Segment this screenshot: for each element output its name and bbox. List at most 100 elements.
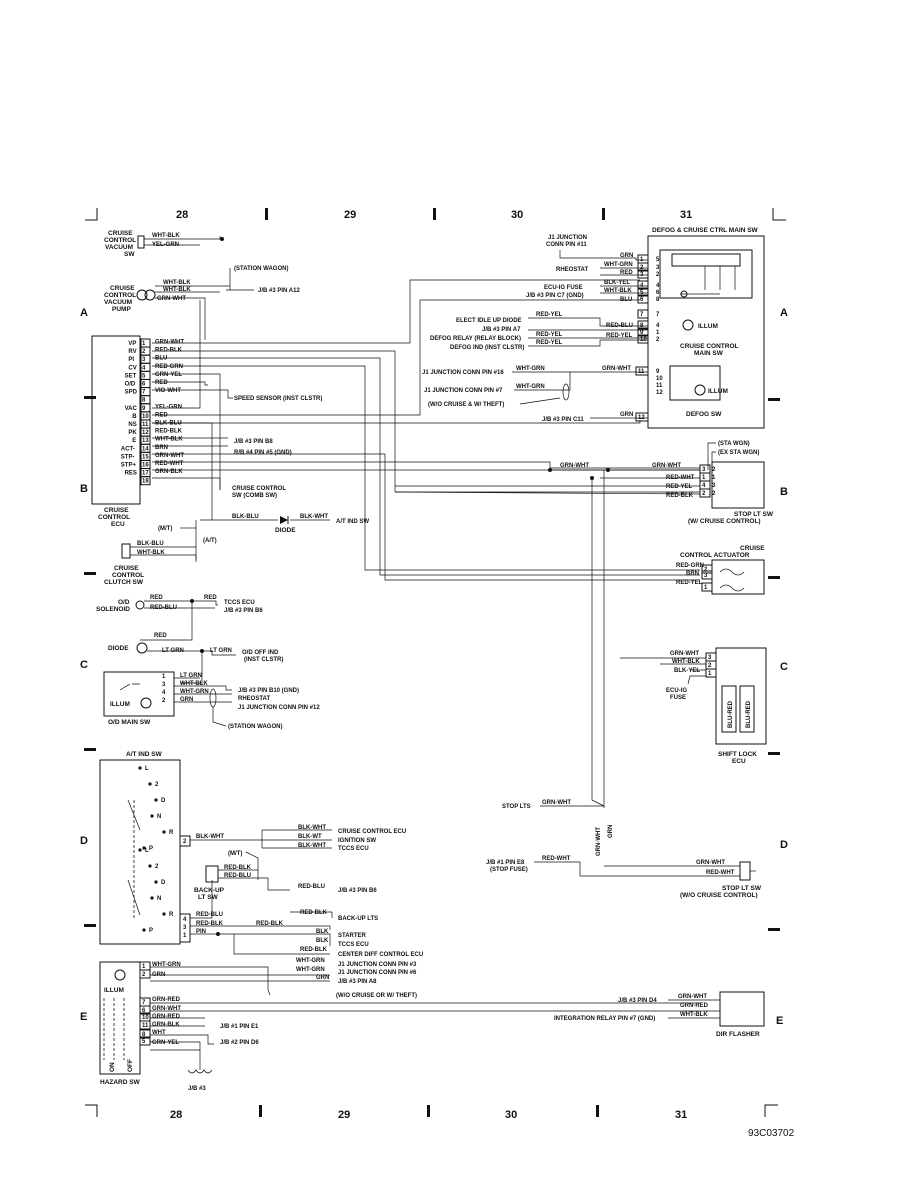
wire-wht-grn-j1b: WHT-GRN — [296, 967, 325, 973]
wire-grn-wht-pump: GRN-WHT — [157, 296, 186, 302]
at-position-label: R — [169, 912, 174, 918]
stop-lt-inner-pin: 1 — [712, 475, 716, 481]
wire-grn-wht-st2: GRN-WHT — [652, 463, 681, 469]
wire-wht-blk-clutch: WHT-BLK — [137, 550, 165, 556]
defog-ind: DEFOG IND (INST CLSTR) — [450, 345, 524, 351]
at-position-label: D — [161, 798, 166, 804]
ecu-pin-label: VAC — [125, 406, 138, 412]
jb3-c11: J/B #3 PIN C11 — [542, 417, 584, 423]
main-sw-pin: 7 — [640, 312, 644, 318]
wire-grn-wht-sl: GRN-WHT — [670, 651, 699, 657]
ecu-pin-number: 5 — [142, 373, 146, 379]
at-position-label: D — [161, 880, 166, 886]
at-label: (A/T) — [203, 538, 217, 544]
defog-sw-inner-pin: 12 — [656, 390, 663, 396]
illum-defog: ILLUM — [698, 323, 718, 330]
wire-blu-df: BLU — [620, 297, 632, 303]
rb4-5: R/B #4 PIN #5 (GND) — [234, 450, 292, 456]
wire-blk-wht-diode: BLK-WHT — [300, 514, 328, 520]
illum-od: ILLUM — [110, 701, 130, 708]
cc-ecu-at: CRUISE CONTROL ECU — [338, 829, 406, 835]
ecu-pin-number: 12 — [142, 430, 149, 436]
shift-lock-pin: 3 — [708, 655, 712, 661]
integration-relay: INTEGRATION RELAY PIN #7 (GND) — [554, 1016, 655, 1022]
main-sw-inner-pin: 4 — [656, 283, 660, 289]
wire-wht-blk-dir: WHT-BLK — [680, 1012, 708, 1018]
defog-relay: DEFOG RELAY (RELAY BLOCK) — [430, 336, 521, 342]
hazard-pin: 7 — [142, 1000, 146, 1006]
wire-wht-grn-df: WHT-GRN — [604, 262, 633, 268]
ecu-pin-label: NS — [128, 422, 136, 428]
hazard-pin: 10 — [142, 1015, 149, 1021]
svg-text:1: 1 — [183, 933, 187, 939]
starter: STARTER — [338, 933, 367, 939]
ecu-pin-number: 13 — [142, 438, 149, 444]
elect-idle: ELECT IDLE UP DIODE — [456, 318, 522, 324]
ecu-pin-number: 17 — [142, 471, 149, 477]
ecu-pin-wire: RED-BLK — [155, 348, 183, 354]
stop-lt-inner-pin: 2 — [712, 467, 716, 473]
main-sw-inner-pin: 4 — [656, 323, 660, 329]
center-diff: CENTER DIFF CONTROL ECU — [338, 952, 423, 958]
rheostat-od: RHEOSTAT — [238, 696, 270, 702]
stop-lt-inner-pin: 3 — [712, 483, 716, 489]
wire-wht-blk-pump1: WHT-BLK — [163, 280, 191, 286]
at-position-label: L — [145, 766, 149, 772]
j1-7: J1 JUNCTION CONN PIN #7 — [424, 388, 503, 394]
wire-wht-blk-vac: WHT-BLK — [152, 233, 180, 239]
ecu-pin-number: 3 — [142, 357, 146, 363]
wire-grn-wht-df: GRN-WHT — [678, 994, 707, 1000]
wire-wht-grn-od: WHT-GRN — [180, 689, 209, 695]
hazard-pin: 2 — [142, 972, 146, 978]
col-29-top: 29 — [344, 209, 356, 221]
wo-cruise-e: (W/O CRUISE OR W/ THEFT) — [336, 993, 417, 999]
sta-wgn: (STA WGN) — [718, 441, 750, 447]
column-header-top: 28 29 30 31 — [85, 208, 786, 221]
wire-wht-blk-sl: WHT-BLK — [672, 659, 700, 665]
ecu-pin-label: RV — [128, 349, 136, 355]
ecu-ig-fuse: ECU-IG FUSE — [544, 285, 583, 291]
defog-sw-inner-pin: 10 — [656, 376, 663, 382]
row-labels: A A B B C C D D E E — [80, 307, 788, 1027]
row-a-left: A — [80, 307, 88, 319]
wire-red-blk-cd: RED-BLK — [300, 947, 328, 953]
wire-blk-blu-diode: BLK-BLU — [232, 514, 259, 520]
row-d-left: D — [80, 835, 88, 847]
illum-defog-sw: ILLUM — [708, 388, 728, 395]
at-position-label: N — [157, 814, 161, 820]
row-a-right: A — [780, 307, 788, 319]
actuator-pin: 2 — [704, 567, 708, 573]
svg-text:4: 4 — [162, 690, 166, 696]
main-sw-inner-pin: 5 — [656, 257, 660, 263]
col-31-top: 31 — [680, 209, 692, 221]
wire-red-df: RED — [620, 270, 633, 276]
jb3-c7: J/B #3 PIN C7 (GND) — [526, 293, 584, 299]
row-e-right: E — [776, 1015, 783, 1027]
wire-yel-grn-vac: YEL-GRN — [152, 242, 179, 248]
ign-sw: IGNITION SW — [338, 838, 376, 844]
svg-text:3: 3 — [162, 682, 166, 688]
hazard-pin: 6 — [142, 1008, 146, 1014]
wire-lt-grn2: LT GRN — [210, 648, 232, 654]
col-30-top: 30 — [511, 209, 523, 221]
jb3-b10: J/B #3 PIN B10 (GND) — [238, 688, 299, 694]
ecu-pin-number: 10 — [142, 414, 149, 420]
ecu-pin-wire: GRN-WHT — [155, 340, 184, 346]
stop-lt-pin: 3 — [702, 467, 706, 473]
stop-lts-group: STOP LTS GRN-WHT GRN-WHT GRN J/B #1 PIN … — [486, 470, 762, 899]
ecu-pin-label: PI — [128, 357, 134, 363]
ecu-pin-label: O/D — [125, 382, 136, 388]
rheostat2: RHEOSTAT — [556, 267, 588, 273]
main-sw-inner-pin: 2 — [656, 337, 660, 343]
wire-red-yel-df1: RED-YEL — [536, 312, 563, 318]
column-header-bottom: 28 29 30 31 — [85, 1104, 778, 1121]
